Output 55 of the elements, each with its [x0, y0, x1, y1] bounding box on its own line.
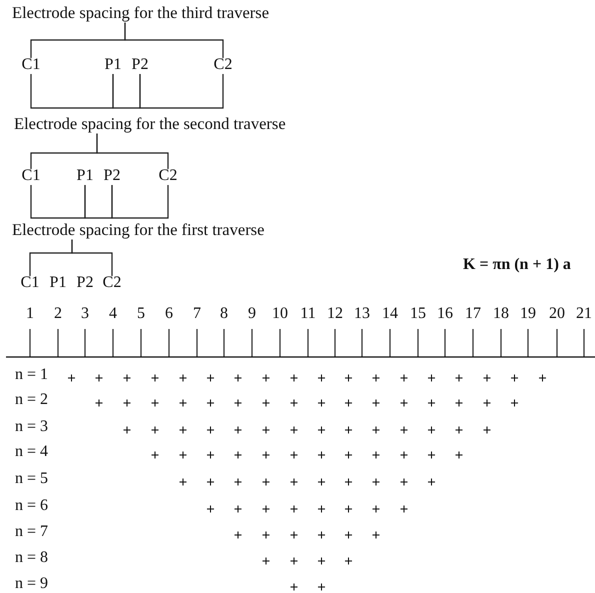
cable-line	[30, 74, 114, 109]
electrode-number: 13	[354, 306, 370, 322]
electrode-label: C2	[102, 275, 122, 291]
formula: K = πn (n + 1) a	[463, 257, 571, 273]
electrode-number: 8	[220, 306, 228, 322]
electrode-label: P2	[104, 168, 120, 184]
level-label: n = 1	[15, 367, 48, 383]
level-label: n = 3	[15, 419, 48, 435]
electrode-number: 14	[382, 306, 398, 322]
cable-line	[112, 74, 141, 109]
electrode-label: C1	[20, 275, 40, 291]
electrode-label: P1	[76, 168, 94, 184]
traverse-heading: Electrode spacing for the first traverse	[12, 222, 264, 238]
level-label: n = 9	[15, 576, 48, 592]
electrode-number: 17	[465, 306, 481, 322]
bracket-line	[124, 22, 224, 58]
electrode-number: 9	[248, 306, 256, 322]
electrode-number: 6	[165, 306, 173, 322]
electrode-number: 4	[109, 306, 117, 322]
electrode-number: 18	[493, 306, 509, 322]
electrode-label: P2	[132, 57, 148, 73]
electrode-label: C2	[214, 57, 232, 73]
electrode-number: 20	[549, 306, 565, 322]
traverse-heading: Electrode spacing for the second traverse	[14, 116, 286, 132]
electrode-label: P1	[50, 275, 66, 291]
electrode-number: 12	[327, 306, 343, 322]
level-label: n = 4	[15, 444, 48, 460]
electrode-label: P2	[76, 275, 94, 291]
electrode-number: 15	[410, 306, 426, 322]
cable-line	[111, 185, 169, 219]
electrode-label: C1	[22, 168, 40, 184]
level-label: n = 8	[15, 550, 48, 566]
cable-line	[84, 185, 113, 219]
electrode-label: P1	[104, 57, 122, 73]
bracket-line	[71, 240, 113, 276]
electrode-number: 21	[576, 306, 592, 322]
electrode-label: C2	[158, 168, 178, 184]
electrode-number: 10	[272, 306, 288, 322]
level-label: n = 5	[15, 471, 48, 487]
electrode-number: 5	[137, 306, 145, 322]
bracket-line	[96, 134, 169, 169]
level-label: n = 6	[15, 498, 48, 514]
electrode-number: 16	[437, 306, 453, 322]
electrode-number: 7	[193, 306, 201, 322]
electrode-number: 19	[520, 306, 536, 322]
level-label: n = 2	[15, 392, 48, 408]
electrode-number: 1	[26, 306, 34, 322]
traverse-heading: Electrode spacing for the third traverse	[12, 5, 270, 22]
cable-line	[30, 185, 86, 219]
cable-line	[139, 74, 224, 109]
level-label: n = 7	[15, 524, 48, 540]
electrode-number: 11	[300, 306, 316, 322]
electrode-number: 3	[81, 306, 89, 322]
electrode-number: 2	[54, 306, 62, 322]
electrode-label: C1	[22, 57, 40, 73]
